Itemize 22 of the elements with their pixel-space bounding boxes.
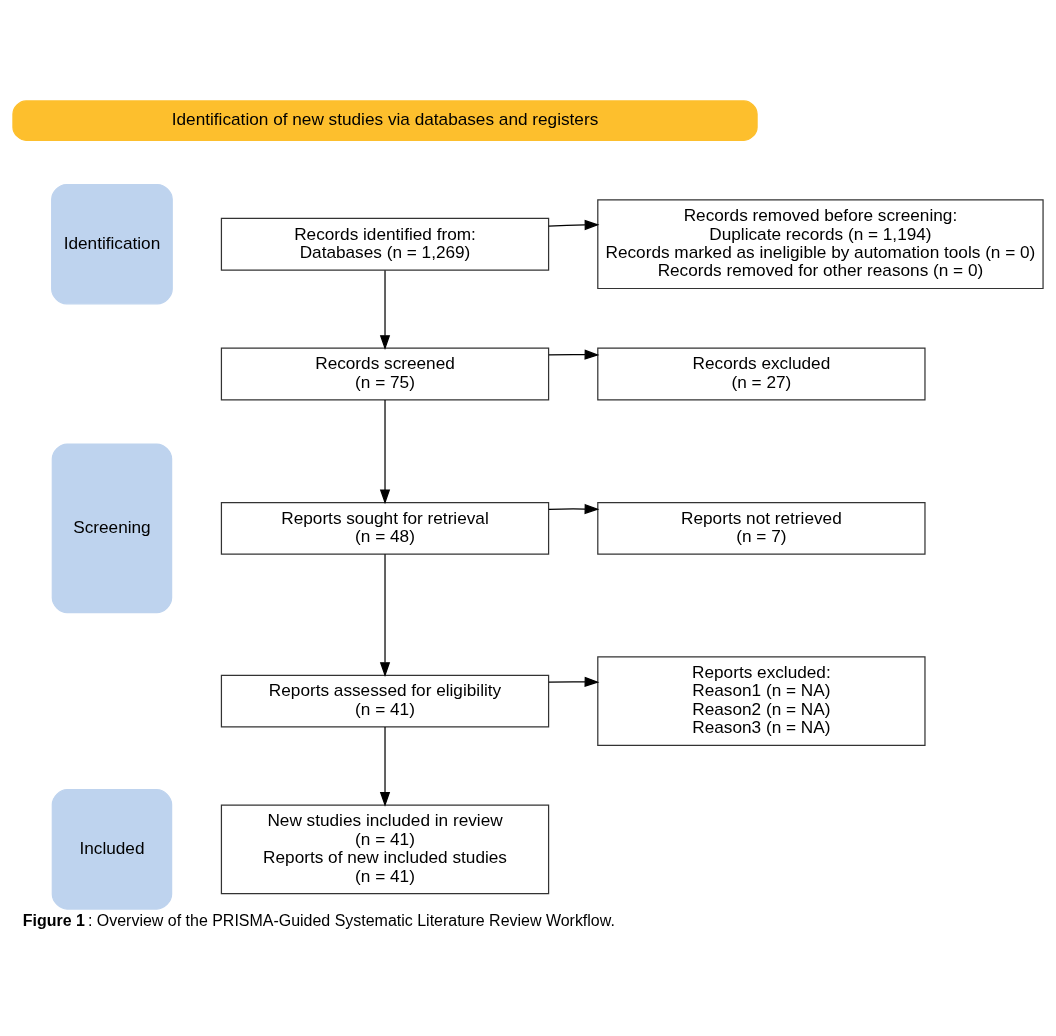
node-box: Screening [51, 442, 173, 613]
arrow [548, 676, 600, 687]
arrow [379, 269, 391, 350]
node-box: Reports assessed for eligibility (n = 41) [220, 674, 550, 728]
node-box: New studies included in review (n = 41) Reports of new included studies (n = 41) [220, 803, 550, 894]
arrow [379, 553, 391, 677]
node-box: Reports excluded: Reason1 (n = NA) Reason2 (n = NA) Reason3 (n = NA) [597, 655, 926, 746]
caption: Figure 1: Overview of the PRISMA-Guided Systematic Literature Review Workflow. [22, 911, 615, 928]
node-box: Identification [51, 183, 173, 304]
node-box: Records excluded (n = 27) [597, 347, 926, 400]
node-box: Reports sought for retrieval (n = 48) [220, 501, 550, 555]
node-box: Records identified from: Databases (n = 1,269) [220, 217, 550, 271]
node-box: Identification of new studies via databases and registers [12, 99, 758, 141]
node-box: Included [51, 788, 173, 910]
arrow [379, 726, 391, 807]
arrow [379, 398, 391, 504]
arrow [548, 219, 600, 230]
arrow [548, 349, 600, 360]
node-box: Records removed before screening: Duplicate records (n = 1,194) Records marked as ineligible by automation tools (n = 0) Records removed for other reasons (n = 0) [597, 198, 1044, 289]
node-box: Records screened (n = 75) [220, 347, 550, 400]
arrow [548, 503, 600, 514]
node-box: Reports not retrieved (n = 7) [597, 501, 926, 555]
